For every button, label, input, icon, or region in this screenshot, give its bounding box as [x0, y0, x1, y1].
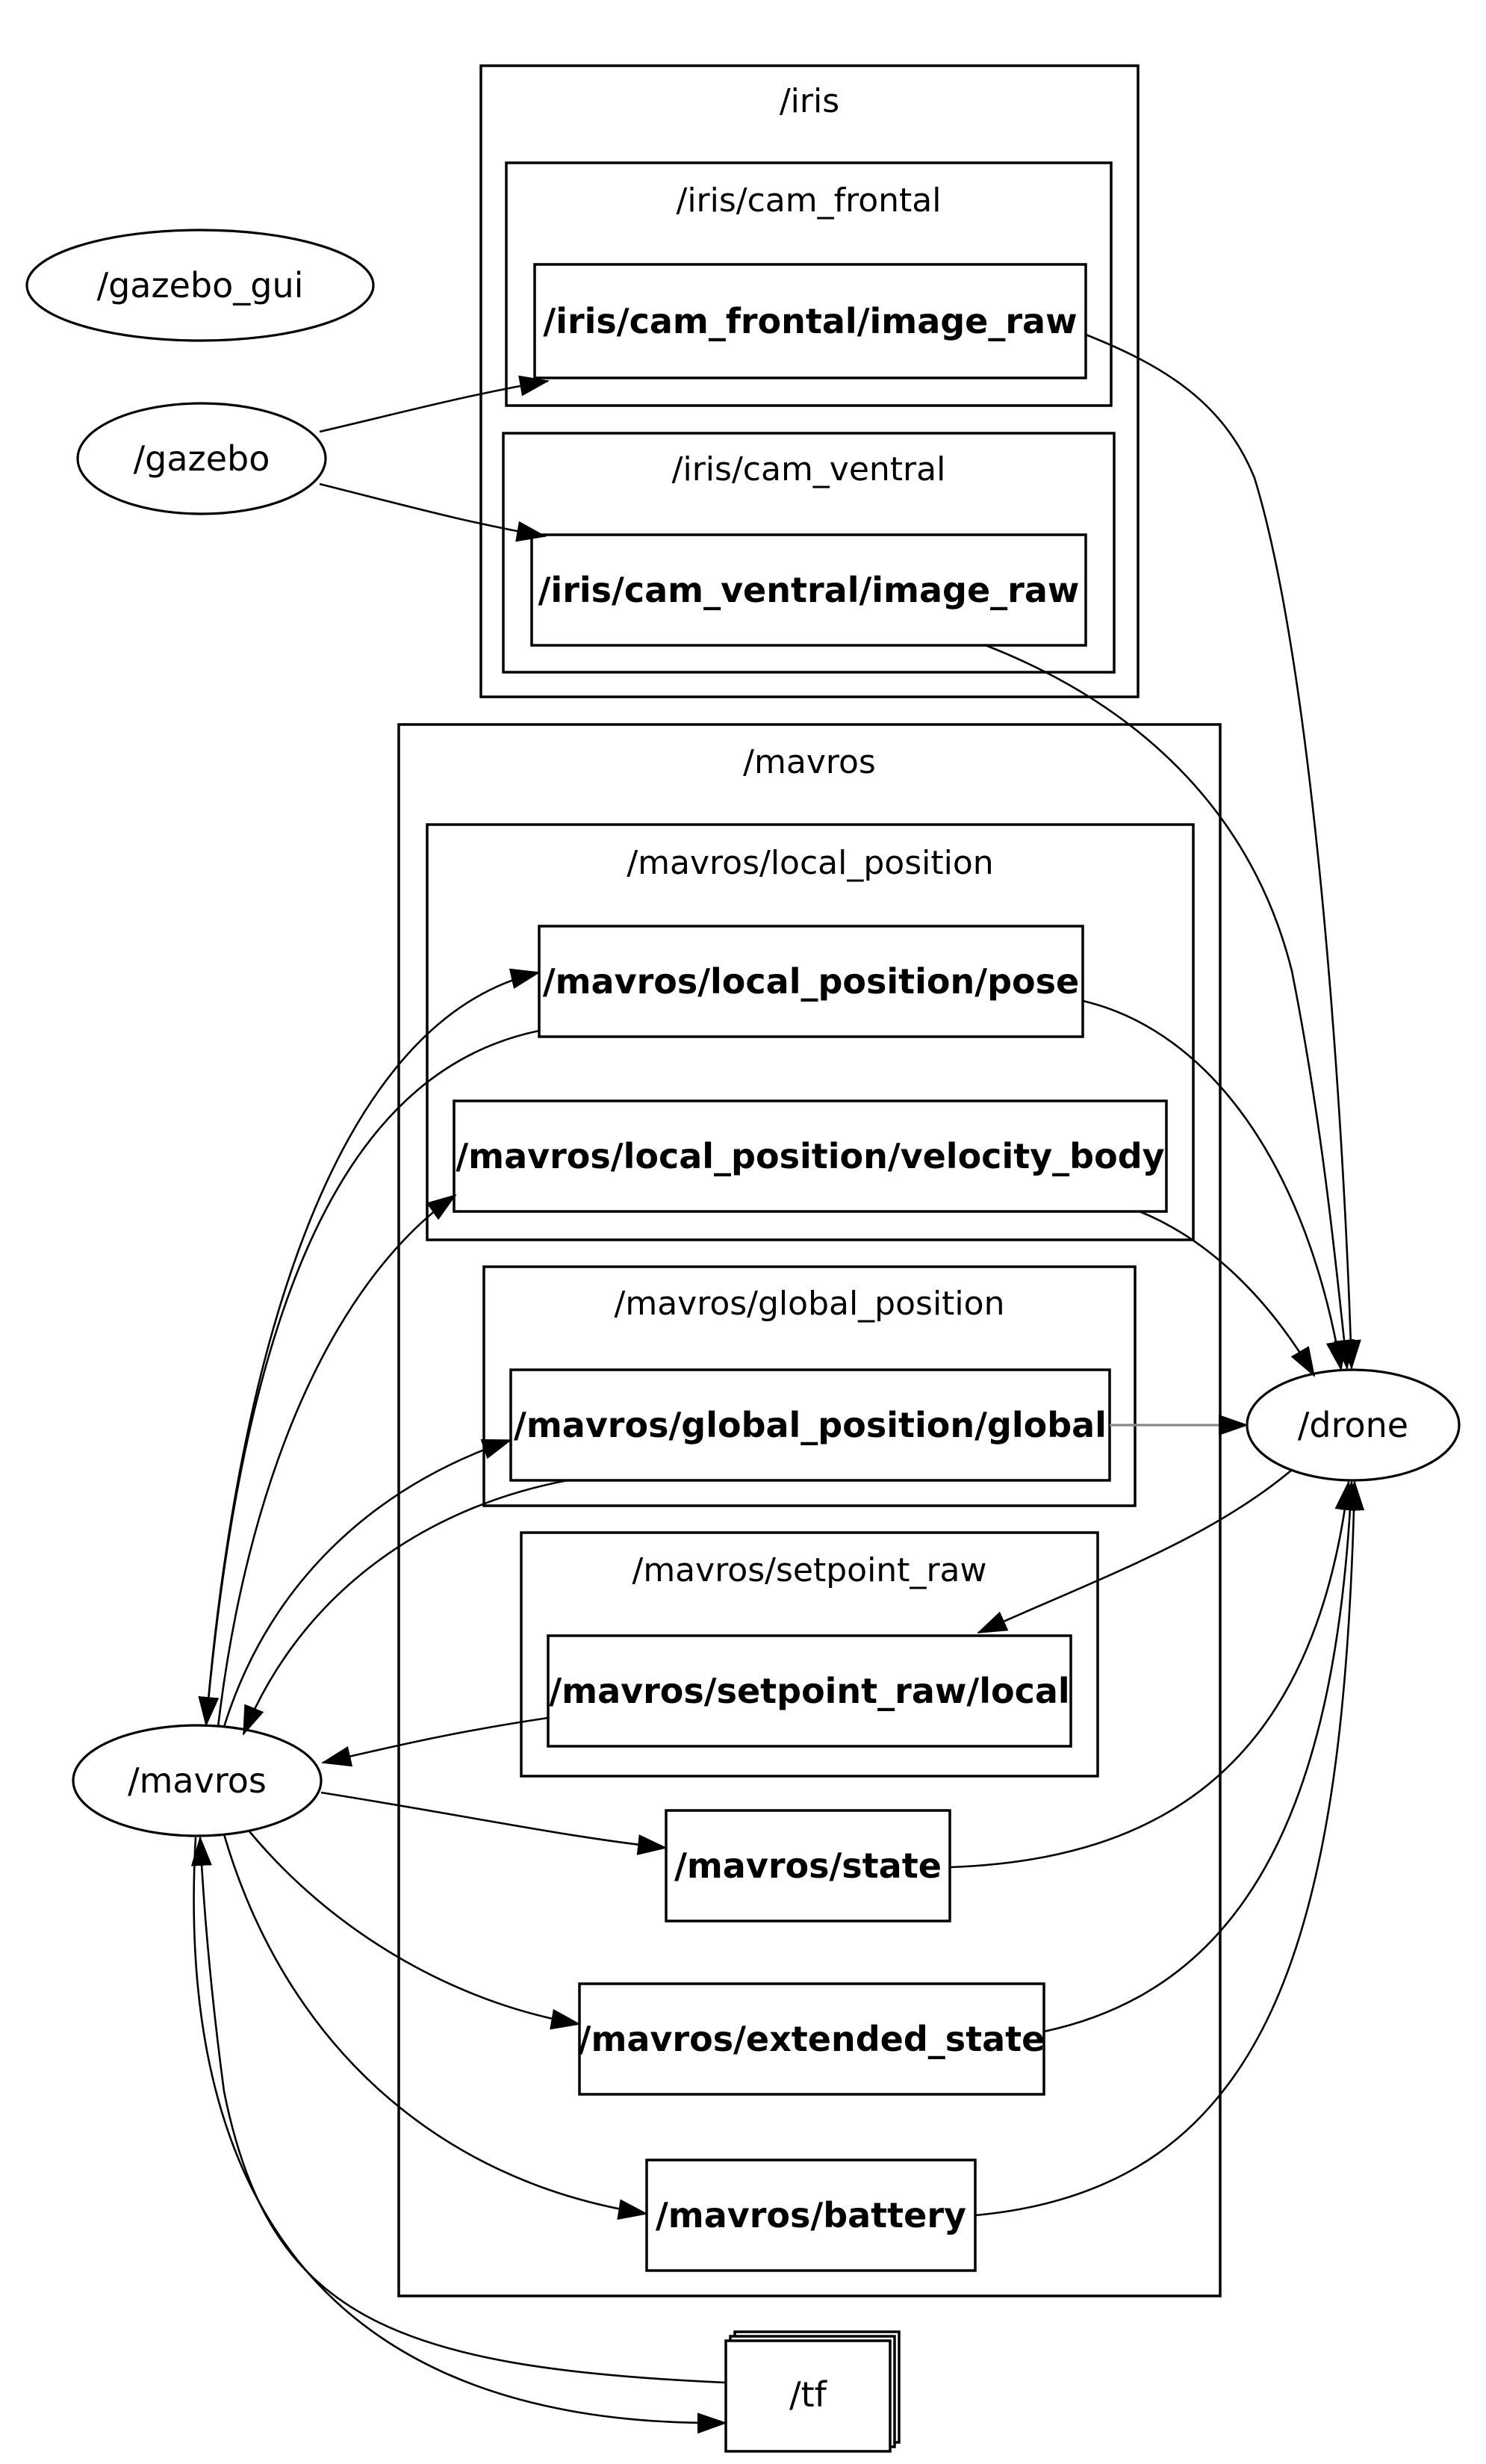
topic-cam-frontal-image-raw-label: /iris/cam_frontal/image_raw — [543, 301, 1077, 341]
edge-cam-ventral-to-drone — [985, 644, 1355, 1370]
cluster-mavros-setpoint-raw: /mavros/setpoint_raw — [520, 1531, 1099, 1778]
cluster-mavros-local-position-label: /mavros/local_position — [627, 844, 993, 882]
edge-pose-to-mavros — [198, 1029, 540, 1727]
edge-cam-frontal-to-drone — [1085, 333, 1361, 1370]
topic-extended-state[interactable]: /mavros/extended_state — [578, 1982, 1045, 2096]
node-gazebo-label: /gazebo — [134, 438, 270, 479]
cluster-mavros-local-position: /mavros/local_position — [426, 823, 1195, 1241]
edge-mavros-to-state — [320, 1791, 668, 1855]
cluster-mavros-global-position-label: /mavros/global_position — [615, 1285, 1005, 1323]
cluster-mavros-setpoint-raw-label: /mavros/setpoint_raw — [632, 1551, 987, 1589]
cluster-mavros-label: /mavros — [743, 743, 876, 781]
node-drone[interactable]: /drone — [1246, 1368, 1461, 1482]
edge-mavros-to-pose — [205, 968, 541, 1726]
cluster-mavros-global-position: /mavros/global_position — [482, 1265, 1137, 1507]
edge-global-to-mavros — [242, 1479, 568, 1736]
node-mavros[interactable]: /mavros — [72, 1724, 323, 1837]
edge-mavros-to-battery — [223, 1834, 648, 2221]
topic-cam-ventral-image-raw-label: /iris/cam_ventral/image_raw — [538, 570, 1080, 610]
edge-gazebo-to-cam-ventral — [319, 482, 547, 542]
edge-tf-to-mavros — [190, 1836, 727, 2384]
topic-global-position-global-label: /mavros/global_position/global — [514, 1405, 1107, 1445]
topic-state[interactable]: /mavros/state — [665, 1809, 951, 1923]
cluster-iris-cam-frontal: /iris/cam_frontal — [505, 161, 1113, 407]
node-gazebo-gui[interactable]: /gazebo_gui — [25, 229, 375, 342]
topic-battery[interactable]: /mavros/battery — [645, 2159, 977, 2272]
cluster-iris-cam-ventral-label: /iris/cam_ventral — [672, 450, 946, 488]
topic-cam-frontal-image-raw[interactable]: /iris/cam_frontal/image_raw — [533, 263, 1087, 379]
edge-pose-to-drone — [1082, 999, 1347, 1371]
topic-cam-ventral-image-raw[interactable]: /iris/cam_ventral/image_raw — [530, 533, 1087, 647]
topic-tf-label: /tf — [789, 2374, 828, 2415]
cluster-iris-cam-ventral: /iris/cam_ventral — [502, 432, 1116, 674]
edge-setpoint-local-to-mavros — [321, 1716, 549, 1767]
topic-battery-label: /mavros/battery — [656, 2195, 966, 2235]
edge-battery-to-drone — [974, 1480, 1365, 2217]
cluster-mavros: /mavros — [397, 723, 1222, 2297]
topic-local-position-pose-label: /mavros/local_position/pose — [543, 961, 1079, 1002]
topic-setpoint-raw-local[interactable]: /mavros/setpoint_raw/local — [547, 1634, 1072, 1748]
edge-mavros-to-extended-state — [248, 1831, 581, 2030]
topic-setpoint-raw-local-label: /mavros/setpoint_raw/local — [549, 1671, 1069, 1711]
edge-drone-to-setpoint-local — [977, 1469, 1293, 1634]
topic-tf[interactable]: /tf — [724, 2330, 901, 2453]
cluster-iris-cam-frontal-label: /iris/cam_frontal — [677, 181, 942, 220]
edge-mavros-to-global — [223, 1439, 512, 1728]
topic-state-label: /mavros/state — [674, 1846, 942, 1886]
node-drone-label: /drone — [1298, 1405, 1408, 1445]
node-mavros-label: /mavros — [128, 1760, 267, 1801]
topic-local-position-velocity-body[interactable]: /mavros/local_position/velocity_body — [453, 1099, 1168, 1213]
edge-mavros-to-tf — [193, 1837, 727, 2434]
topic-local-position-velocity-body-label: /mavros/local_position/velocity_body — [456, 1136, 1164, 1176]
edge-velocity-body-to-drone — [1139, 1210, 1316, 1377]
topic-global-position-global[interactable]: /mavros/global_position/global — [509, 1368, 1111, 1482]
node-gazebo-gui-label: /gazebo_gui — [97, 265, 304, 305]
node-gazebo[interactable]: /gazebo — [76, 402, 327, 515]
edge-extended-state-to-drone — [1043, 1480, 1361, 2033]
cluster-iris: /iris — [479, 64, 1140, 698]
topic-extended-state-label: /mavros/extended_state — [579, 2019, 1045, 2059]
edge-gazebo-to-cam-frontal — [319, 375, 550, 433]
topic-local-position-pose[interactable]: /mavros/local_position/pose — [538, 925, 1084, 1038]
edge-state-to-drone — [949, 1480, 1356, 1869]
edge-mavros-to-velocity-body — [217, 1194, 457, 1728]
cluster-iris-label: /iris — [780, 82, 839, 120]
